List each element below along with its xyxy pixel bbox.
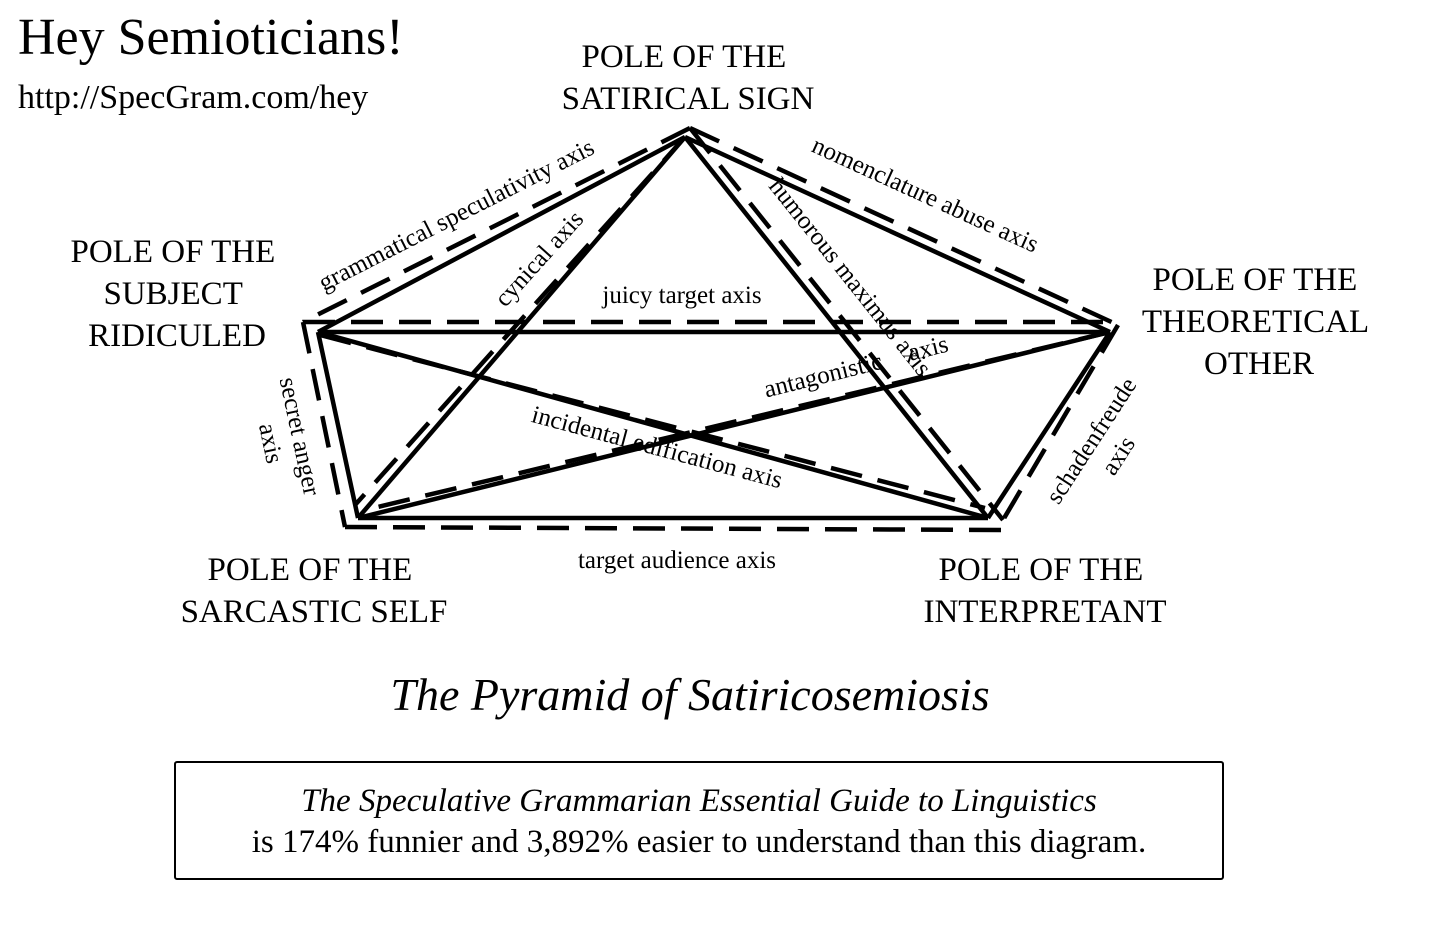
solid-edges	[315, 134, 1112, 521]
solid-edge-sign-other	[684, 134, 1111, 335]
header-title: Hey Semioticians!	[18, 9, 404, 66]
axis-label-antagonistic: antagonistic	[761, 348, 885, 403]
solid-edge-other-interpretant	[986, 330, 1112, 520]
solid-edge-sign-self	[356, 135, 687, 520]
dashed-edge-sign-other	[689, 125, 1119, 328]
solid-edge-other-self	[357, 329, 1111, 521]
footer-book-title: The Speculative Grammarian Essential Gui…	[301, 783, 1097, 819]
dashed-edge-self-interpretant	[344, 524, 1004, 533]
axis-label-juicy-target: juicy target axis	[601, 282, 761, 309]
dashed-edge-other-interpretant	[1001, 323, 1120, 522]
axis-label-grammatical-speculativity: grammatical speculativity axis	[314, 134, 598, 297]
solid-edge-subject-interpretant	[317, 329, 989, 521]
dashed-edge-subject-self	[300, 321, 348, 528]
pole-sarcastic-self-label: POLE OF THE SARCASTIC SELF	[181, 552, 448, 630]
dashed-edge-sign-subject	[301, 125, 692, 325]
solid-edge-subject-self	[315, 331, 361, 519]
axis-label-secret-anger-axis: axis	[253, 421, 288, 466]
diagram-title: The Pyramid of Satiricosemiosis	[390, 669, 990, 720]
header-url-link[interactable]: http://SpecGram.com/hey	[18, 79, 369, 116]
footer-tagline: is 174% funnier and 3,892% easier to und…	[251, 824, 1147, 860]
pole-subject-ridiculed-label: POLE OF THE SUBJECT RIDICULED	[71, 234, 284, 354]
axis-label-target-audience: target audience axis	[578, 547, 776, 574]
solid-edge-sign-subject	[316, 135, 687, 334]
pyramid-diagram: POLE OF THE SATIRICAL SIGN POLE OF THE S…	[71, 39, 1376, 630]
pole-satirical-sign-label: POLE OF THE SATIRICAL SIGN	[562, 39, 815, 117]
pole-theoretical-other-label: POLE OF THE THEORETICAL OTHER	[1142, 262, 1376, 382]
axis-label-nomenclature-abuse: nomenclature abuse axis	[808, 132, 1043, 258]
solid-edge-sign-interpretant	[683, 135, 990, 520]
footer-box: The Speculative Grammarian Essential Gui…	[174, 761, 1224, 880]
pole-interpretant-label: POLE OF THE INTERPRETANT	[923, 552, 1166, 630]
